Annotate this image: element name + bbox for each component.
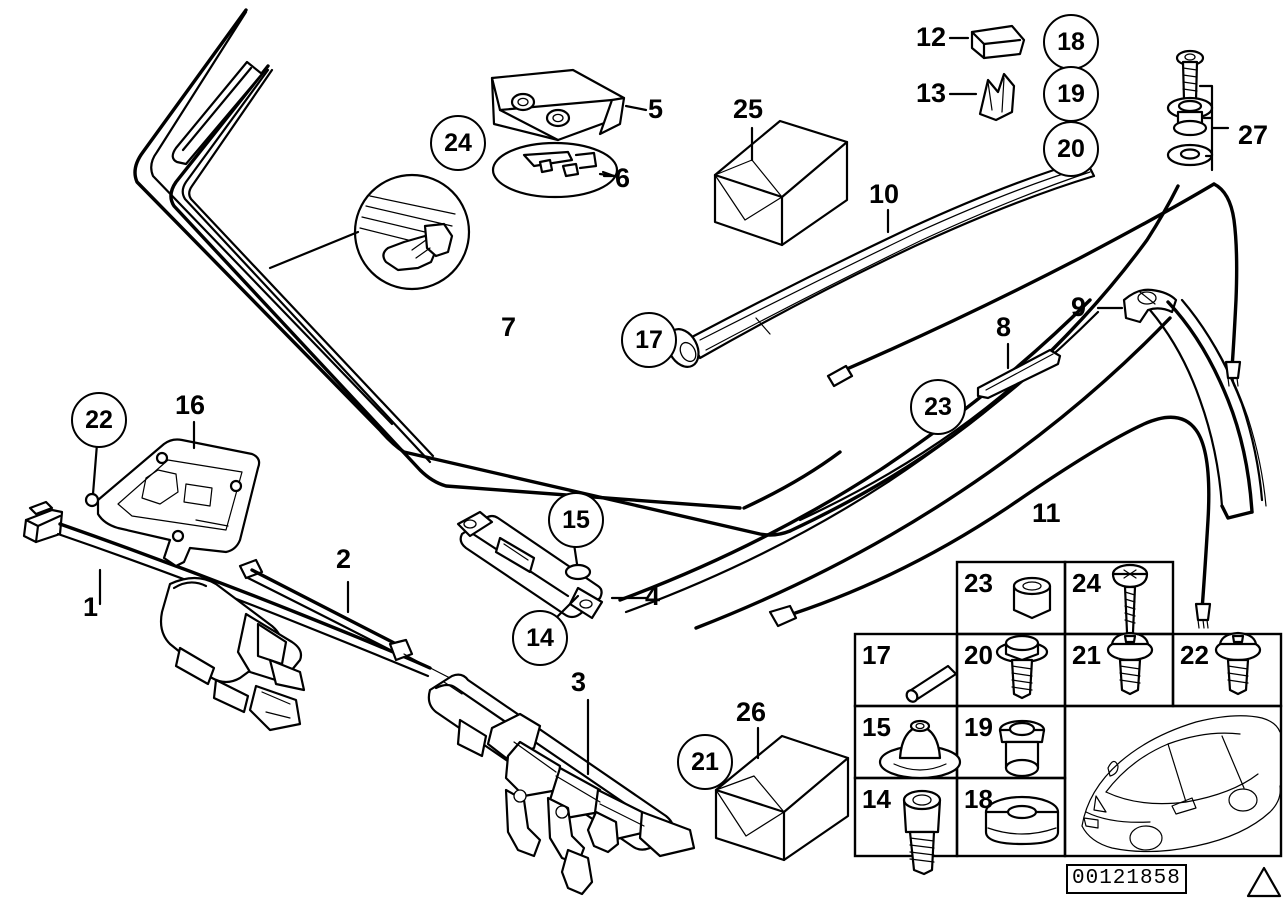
- legend-cell-number-14: 14: [862, 784, 891, 814]
- legend-icon-car-silhouette: [1081, 715, 1281, 853]
- legend-icon-rubber-stop-buffer: [878, 719, 962, 780]
- hydraulic-pump-motor: [159, 576, 306, 732]
- roof-shell-outline: [133, 8, 792, 537]
- legend-icon-hex-flange-bolt: [995, 634, 1049, 700]
- part-9-hook-end: [1096, 288, 1178, 324]
- callout-label-3: 3: [571, 667, 587, 697]
- legend-cell-number-18: 18: [964, 784, 993, 814]
- legend-cell-number-15: 15: [862, 712, 891, 742]
- legend-cell-number-24: 24: [1072, 568, 1101, 598]
- part-6-oval-cover: [491, 141, 619, 199]
- legend-icon-torx-button-bolt-21: [1106, 631, 1154, 696]
- legend-cell-number-17: 17: [862, 640, 891, 670]
- callout-label-25: 25: [733, 94, 764, 124]
- circled-callout-17: 17: [621, 312, 677, 368]
- legend-cell-number-21: 21: [1072, 640, 1101, 670]
- legend-cell-number-20: 20: [964, 640, 993, 670]
- circled-callout-21: 21: [677, 734, 733, 790]
- circled-callout-24: 24: [430, 115, 486, 171]
- part-8-wedge-strip: [976, 342, 1062, 400]
- callout-label-4: 4: [645, 581, 661, 611]
- part-2-hydraulic-line: [238, 558, 451, 679]
- circled-callout-18: 18: [1043, 14, 1099, 70]
- callout-label-5: 5: [648, 94, 664, 124]
- part-26-box: [688, 726, 850, 862]
- callout-label-26: 26: [736, 697, 767, 727]
- callout-label-13: 13: [916, 78, 947, 108]
- part-27-cable-upper-end: [1212, 182, 1242, 387]
- callout-label-9: 9: [1071, 292, 1087, 322]
- part-12-cap: [948, 24, 1026, 60]
- part-3-cylinder-linkage: [427, 673, 696, 896]
- part-5-handle-trim: [490, 68, 648, 142]
- legend-icon-pan-head-screw-long: [1111, 563, 1149, 638]
- legend-icon-socket-head-bolt: [902, 789, 942, 876]
- circled-callout-19: 19: [1043, 66, 1099, 122]
- legend-cell-number-22: 22: [1180, 640, 1209, 670]
- callout-label-12: 12: [916, 22, 947, 52]
- legend-icon-bushing-sleeve: [998, 719, 1046, 778]
- part-10-crossbow: [666, 158, 1096, 368]
- part-4-guide-rail: [456, 510, 648, 620]
- part-17-cable-upper: [826, 182, 1216, 388]
- circled-callout-22: 22: [71, 392, 127, 448]
- circled-callout-23: 23: [910, 379, 966, 435]
- callout-label-27: 27: [1238, 120, 1269, 150]
- detail-magnifier-circle: [268, 173, 471, 291]
- circled-callout-20: 20: [1043, 121, 1099, 177]
- legend-icon-rubber-grommet-disc: [984, 795, 1060, 846]
- legend-cell-number-19: 19: [964, 712, 993, 742]
- part-16-motor-bracket: [84, 420, 261, 568]
- callout-label-1: 1: [83, 592, 99, 622]
- right-body-rail: [1148, 298, 1267, 520]
- part-25-box: [713, 119, 849, 247]
- diagram-number: 00121858: [1066, 864, 1187, 894]
- legend-icon-dowel-pin: [905, 664, 958, 703]
- callout-label-8: 8: [996, 312, 1012, 342]
- callout-label-6: 6: [615, 163, 631, 193]
- part-27-fastener-stack: [1166, 49, 1230, 172]
- legend-icon-torx-button-bolt-22: [1214, 631, 1262, 696]
- part-11-bowden-cable: [768, 415, 1212, 629]
- callout-label-2: 2: [336, 544, 352, 574]
- part-13-expanding-clip: [948, 72, 1016, 122]
- roof-side-panel: [742, 184, 1180, 533]
- circled-callout-14: 14: [512, 610, 568, 666]
- circled-callout-15: 15: [548, 492, 604, 548]
- callout-label-16: 16: [175, 390, 206, 420]
- legend-cell-number-23: 23: [964, 568, 993, 598]
- callout-label-7: 7: [501, 312, 517, 342]
- legend-icon-hex-nut: [1012, 576, 1052, 620]
- warning-triangle-icon: [1246, 866, 1282, 898]
- callout-label-10: 10: [869, 179, 900, 209]
- callout-label-11: 11: [1032, 498, 1061, 528]
